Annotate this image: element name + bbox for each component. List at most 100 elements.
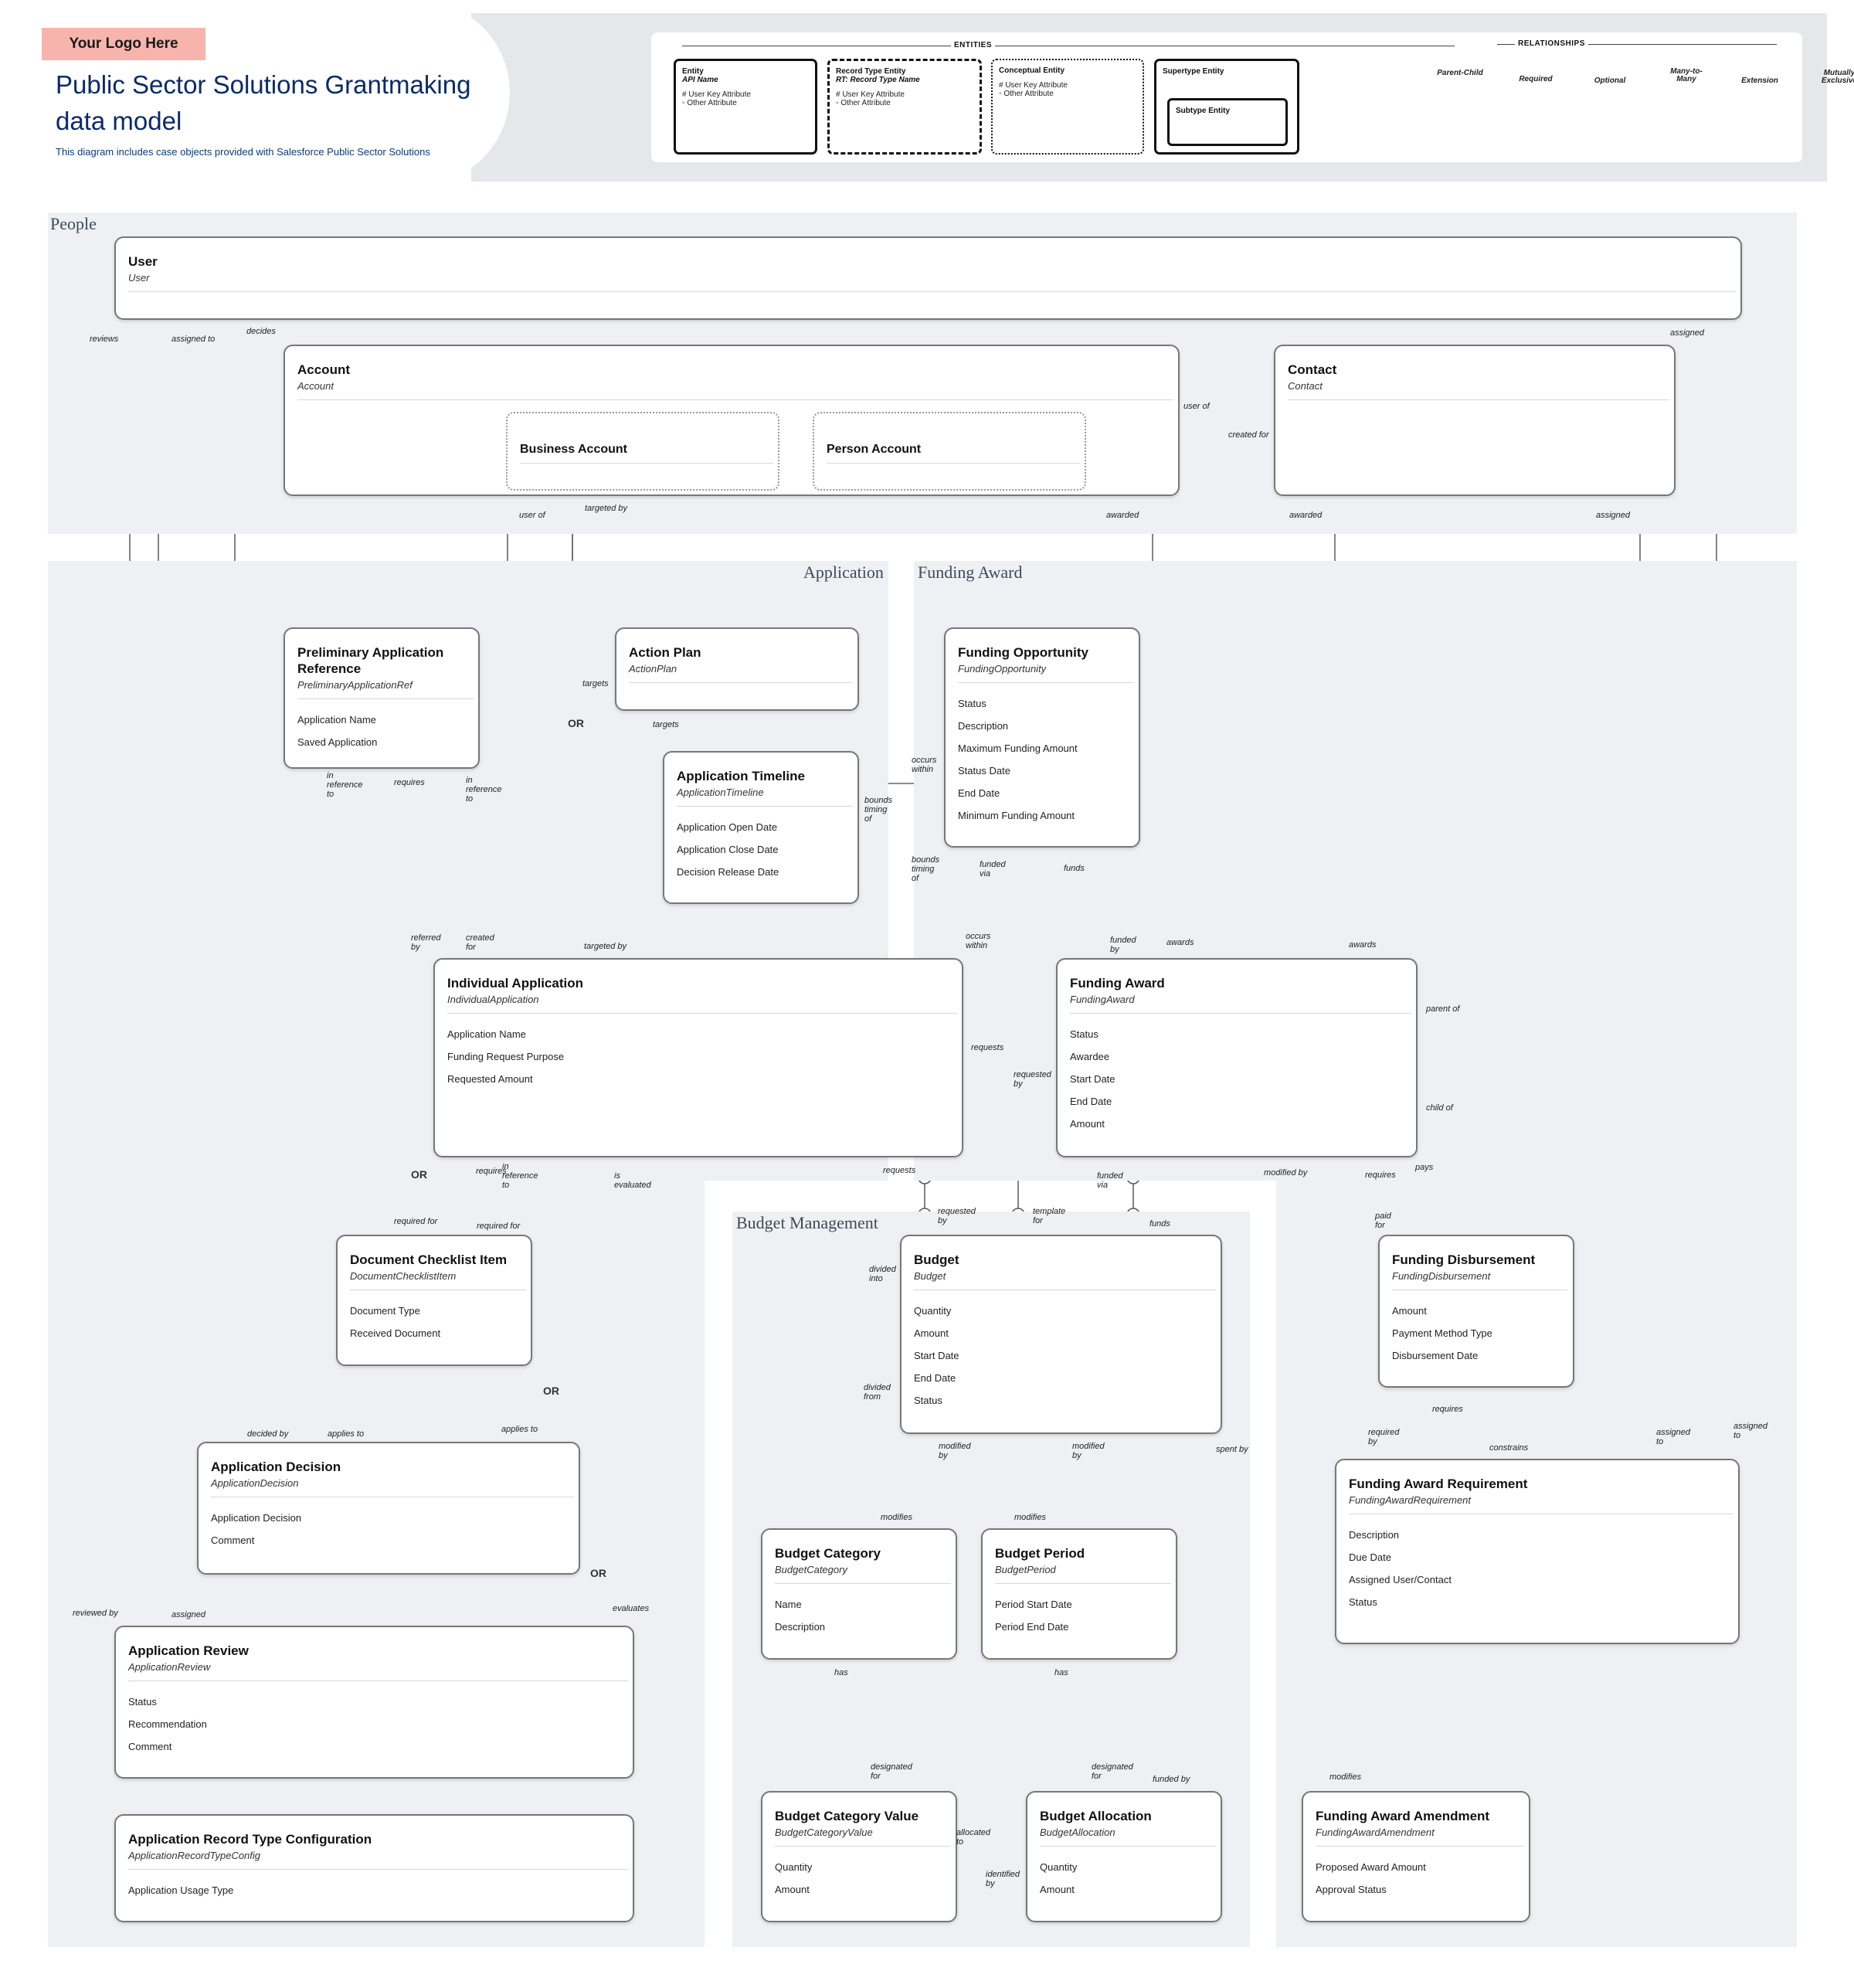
relationship-label: assigned to [1656, 1428, 1691, 1446]
entity-document-checklist-item[interactable]: Document Checklist Item DocumentChecklis… [336, 1235, 532, 1366]
relationship-label: parent of [1426, 1004, 1460, 1014]
entity-attribute: Amount [1070, 1118, 1105, 1130]
divider [297, 399, 1173, 400]
entity-contact[interactable]: Contact Contact [1274, 345, 1676, 496]
entity-user[interactable]: User User [114, 236, 1742, 320]
entity-funding-award-requirement[interactable]: Funding Award Requirement FundingAwardRe… [1335, 1459, 1740, 1644]
entity-budget-allocation[interactable]: Budget Allocation BudgetAllocation Quant… [1026, 1791, 1222, 1922]
entity-name: Application Decision [211, 1460, 341, 1474]
entity-attribute: Application Open Date [677, 821, 778, 833]
relationship-label: divided from [864, 1383, 891, 1402]
relationship-label: child of [1426, 1103, 1453, 1113]
legend-entity-api: API Name [682, 76, 718, 84]
divider [520, 463, 773, 464]
entity-application-timeline[interactable]: Application Timeline ApplicationTimeline… [663, 751, 859, 904]
relationship-label: modified by [1264, 1168, 1308, 1178]
entity-api-name: ActionPlan [629, 663, 677, 675]
relationship-label: requested by [938, 1207, 976, 1225]
relationship-label: identified by [986, 1870, 1020, 1888]
relationship-label: divided into [869, 1265, 896, 1283]
entity-application-decision[interactable]: Application Decision ApplicationDecision… [197, 1442, 580, 1575]
entity-attribute: Description [1349, 1529, 1400, 1541]
region-title-people: People [50, 214, 97, 233]
divider [297, 698, 474, 699]
relationship-label: requests [883, 1166, 916, 1175]
entity-name: Funding Award Amendment [1316, 1809, 1490, 1823]
entity-preliminary-application-reference[interactable]: Preliminary Application Reference Prelim… [284, 627, 480, 769]
relationship-label: paid for [1375, 1211, 1391, 1230]
entity-api-name: Account [297, 380, 334, 392]
entity-budget[interactable]: Budget Budget Quantity Amount Start Date… [900, 1235, 1222, 1434]
entity-attribute: Quantity [775, 1861, 813, 1873]
entity-application-record-type-configuration[interactable]: Application Record Type Configuration Ap… [114, 1814, 634, 1922]
or-marker: OR [543, 1385, 559, 1397]
entity-budget-category-value[interactable]: Budget Category Value BudgetCategoryValu… [761, 1791, 957, 1922]
entity-name: Budget Category [775, 1546, 881, 1561]
legend-entity-attr: ◦ Other Attribute [682, 99, 737, 107]
entity-funding-award-amendment[interactable]: Funding Award Amendment FundingAwardAmen… [1302, 1791, 1530, 1922]
entity-name: Application Timeline [677, 769, 805, 783]
relationship-label: assigned [171, 1610, 206, 1619]
entity-attribute: Description [958, 720, 1009, 732]
relationship-label: modifies [881, 1513, 912, 1522]
relationship-label: funded via [1097, 1171, 1123, 1190]
entity-budget-period[interactable]: Budget Period BudgetPeriod Period Start … [981, 1528, 1177, 1660]
legend-entities-heading: ENTITIES [951, 41, 996, 49]
entity-attribute: Amount [1392, 1305, 1427, 1317]
entity-application-review[interactable]: Application Review ApplicationReview Sta… [114, 1626, 634, 1779]
entity-funding-disbursement[interactable]: Funding Disbursement FundingDisbursement… [1378, 1235, 1574, 1388]
entity-attribute: Start Date [1070, 1073, 1115, 1085]
entity-funding-opportunity[interactable]: Funding Opportunity FundingOpportunity S… [944, 627, 1140, 848]
relationship-label: assigned to [171, 335, 216, 344]
divider [128, 291, 1736, 292]
entity-api-name: BudgetCategory [775, 1564, 847, 1575]
entity-attribute: Status [1349, 1596, 1377, 1608]
relationship-label: reviewed by [73, 1609, 118, 1618]
relationship-label: requires [476, 1167, 507, 1176]
entity-funding-award[interactable]: Funding Award FundingAward Status Awarde… [1056, 958, 1418, 1157]
relationship-label: required for [394, 1217, 438, 1226]
relationship-label: designated for [871, 1762, 912, 1781]
entity-attribute: Assigned User/Contact [1349, 1574, 1452, 1585]
entity-action-plan[interactable]: Action Plan ActionPlan [615, 627, 859, 711]
relationship-label: assigned [1596, 511, 1631, 520]
legend-entity: Entity API Name # User Key Attribute ◦ O… [674, 59, 817, 155]
relationship-label: created for [466, 933, 494, 952]
entity-attribute: Status [958, 698, 986, 709]
entity-api-name: ApplicationRecordTypeConfig [128, 1850, 261, 1861]
relationship-label: in reference to [327, 771, 363, 799]
or-marker: OR [590, 1567, 606, 1579]
legend-record-type-api: RT: Record Type Name [836, 76, 920, 84]
legend-conceptual-attr: # User Key Attribute [999, 81, 1068, 90]
entity-api-name: PreliminaryApplicationRef [297, 679, 413, 691]
entity-api-name: Contact [1288, 380, 1323, 392]
legend-subtype-entity: Subtype Entity [1167, 98, 1288, 146]
relationship-label: targets [653, 720, 679, 729]
relationship-label: bounds timing of [864, 796, 893, 824]
legend-relationships-heading: RELATIONSHIPS [1515, 39, 1588, 48]
entity-attribute: Received Document [350, 1327, 441, 1339]
entity-name: Account [297, 362, 350, 377]
legend-entity-attr: # User Key Attribute [682, 90, 751, 99]
relationship-label: modified by [1072, 1442, 1105, 1460]
entity-budget-category[interactable]: Budget Category BudgetCategory Name Desc… [761, 1528, 957, 1660]
entity-name: Preliminary Application Reference [297, 645, 444, 676]
legend-rule [1497, 44, 1777, 45]
page-subtitle: This diagram includes case objects provi… [56, 146, 430, 158]
relationship-label: awards [1166, 938, 1194, 947]
legend-rel-label: Mutually Exclusive [1821, 69, 1854, 85]
relationship-label: requested by [1014, 1070, 1051, 1089]
subtype-business-account[interactable]: Business Account [506, 412, 779, 491]
relationship-label: requires [1432, 1405, 1463, 1414]
entity-name: Contact [1288, 362, 1337, 377]
entity-individual-application[interactable]: Individual Application IndividualApplica… [433, 958, 963, 1157]
entity-api-name: FundingAwardAmendment [1316, 1827, 1435, 1838]
entity-attribute: Quantity [914, 1305, 952, 1317]
entity-attribute: Name [775, 1599, 802, 1610]
entity-name: Funding Award Requirement [1349, 1477, 1528, 1491]
relationship-label: modifies [1329, 1772, 1361, 1782]
entity-attribute: Application Close Date [677, 844, 779, 855]
divider [447, 1013, 957, 1014]
entity-attribute: Proposed Award Amount [1316, 1861, 1426, 1873]
subtype-person-account[interactable]: Person Account [813, 412, 1086, 491]
